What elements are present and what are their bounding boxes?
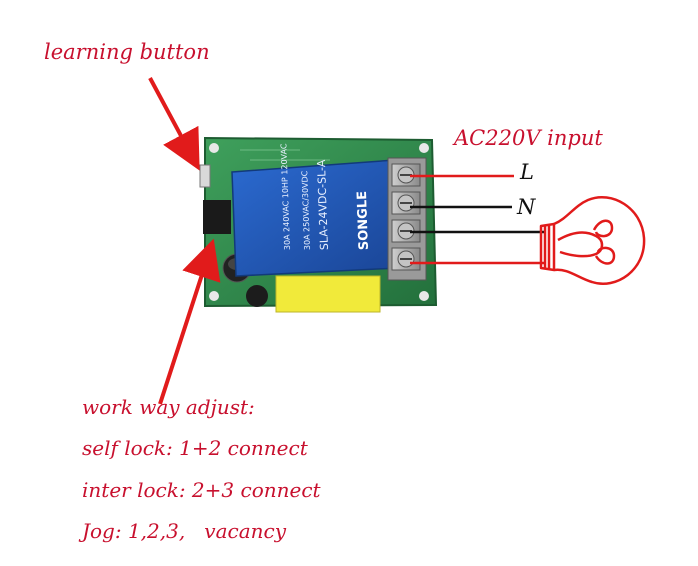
neutral-label: N bbox=[517, 195, 536, 219]
learning-button-label: learning button bbox=[44, 40, 210, 64]
learning-button-arrow bbox=[148, 77, 200, 171]
work-way-arrow bbox=[158, 238, 221, 405]
work-way-title: work way adjust: bbox=[82, 395, 255, 419]
yellow-capacitor bbox=[275, 275, 381, 313]
relay-rating-1: 30A 250VAC/30VDC bbox=[300, 170, 312, 250]
self-lock-text: self lock: 1+2 connect bbox=[82, 436, 308, 460]
learning-button-component bbox=[199, 164, 211, 188]
black-inductor bbox=[246, 285, 268, 307]
relay-model: SLA-24VDC-SL-A bbox=[315, 159, 331, 250]
jog-text: Jog: 1,2,3, vacancy bbox=[82, 519, 287, 543]
live-label: L bbox=[520, 160, 534, 184]
relay-rating-2: 30A 240VAC 10HP 120VAC bbox=[279, 143, 292, 250]
terminal-block bbox=[387, 157, 427, 281]
wiring bbox=[410, 174, 545, 265]
ac-input-label: AC220V input bbox=[454, 126, 603, 150]
inter-lock-text: inter lock: 2+3 connect bbox=[82, 478, 321, 502]
light-bulb-icon bbox=[539, 195, 646, 285]
relay-brand: SONGLE bbox=[355, 191, 372, 251]
arrow-icon bbox=[148, 77, 221, 405]
